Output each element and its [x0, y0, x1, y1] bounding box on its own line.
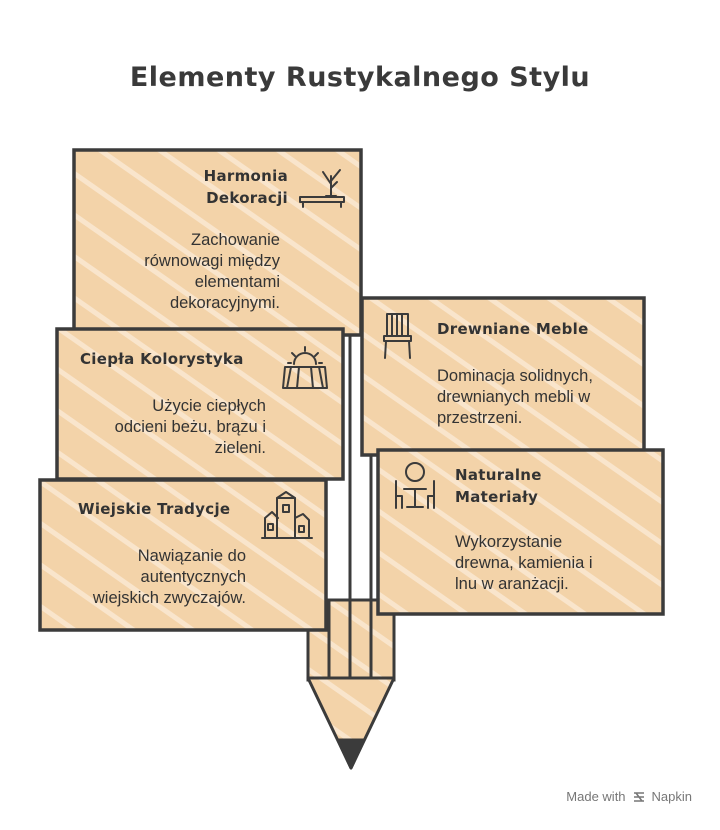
- sun-field-icon: [282, 346, 328, 389]
- footer-credit: Made with Napkin: [566, 789, 692, 804]
- footer-text: Made with: [566, 789, 626, 804]
- card-desc-naturalne: Wykorzystanie drewna, kamienia i lnu w a…: [455, 533, 593, 593]
- card-wiejskie: [38, 478, 328, 632]
- card-title-harmonia: Harmonia Dekoracji: [203, 167, 288, 207]
- card-desc-harmonia: Zachowanie równowagi między elementami d…: [144, 231, 280, 312]
- tree-bench-icon: [299, 169, 345, 208]
- table-chairs-icon: [395, 462, 435, 509]
- card-desc-drewniane: Dominacja solidnych, drewnianych mebli w…: [437, 367, 593, 427]
- footer-brand: Napkin: [651, 789, 692, 804]
- card-title-naturalne: Naturalne Materiały: [455, 466, 542, 506]
- page-title: Elementy Rustykalnego Stylu: [129, 62, 591, 93]
- napkin-logo-icon: [633, 791, 644, 802]
- pencil-tip: [306, 676, 396, 770]
- card-desc-wiejskie: Nawiązanie do autentycznych wiejskich zw…: [92, 547, 246, 607]
- card-naturalne: [376, 448, 665, 616]
- chair-icon: [383, 313, 412, 359]
- card-title-drewniane: Drewniane Meble: [437, 320, 589, 338]
- card-title-wiejskie: Wiejskie Tradycje: [78, 500, 231, 518]
- card-desc-ciepla: Użycie ciepłych odcieni beżu, brązu i zi…: [114, 397, 266, 457]
- village-icon: [261, 491, 313, 539]
- card-title-ciepla: Ciepła Kolorystyka: [80, 350, 244, 368]
- card-ciepla: [55, 327, 345, 481]
